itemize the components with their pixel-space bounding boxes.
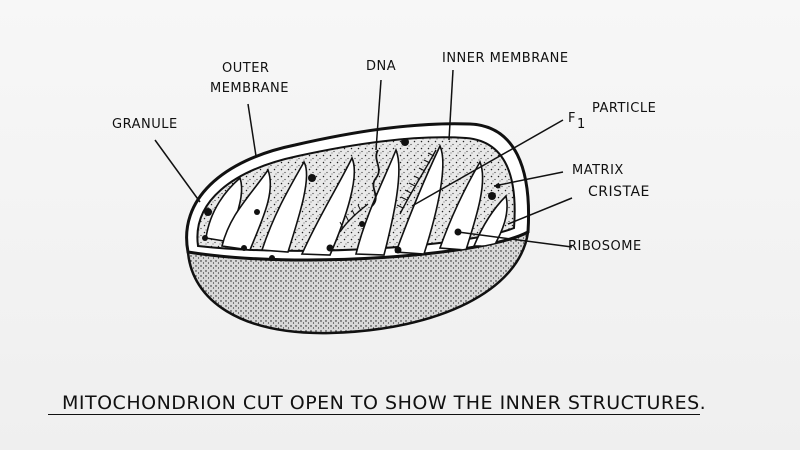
outer-membrane-label-line1: OUTER: [222, 61, 269, 76]
f1-particle-label-sub: 1: [577, 117, 586, 132]
inner-membrane-label: INNER MEMBRANE: [442, 51, 569, 66]
caption-underline: [48, 414, 700, 415]
cristae-label: CRISTAE: [588, 184, 650, 200]
outer-membrane-label-line2: MEMBRANE: [210, 81, 289, 96]
matrix-label: MATRIX: [572, 163, 624, 178]
granules: [202, 138, 501, 261]
diagram-caption: MITOCHONDRION CUT OPEN TO SHOW THE INNER…: [62, 392, 707, 414]
f1-particles: [339, 149, 437, 233]
ribosome-label: RIBOSOME: [568, 239, 642, 254]
dna-strand: [371, 149, 380, 207]
f1-particle-label-word: PARTICLE: [592, 101, 656, 116]
dna-label: DNA: [366, 59, 396, 74]
f1-particle-label-f: F: [568, 111, 576, 126]
leader-lines: [154, 69, 573, 248]
granule-label: GRANULE: [112, 117, 178, 132]
cristae-group: [205, 144, 508, 256]
